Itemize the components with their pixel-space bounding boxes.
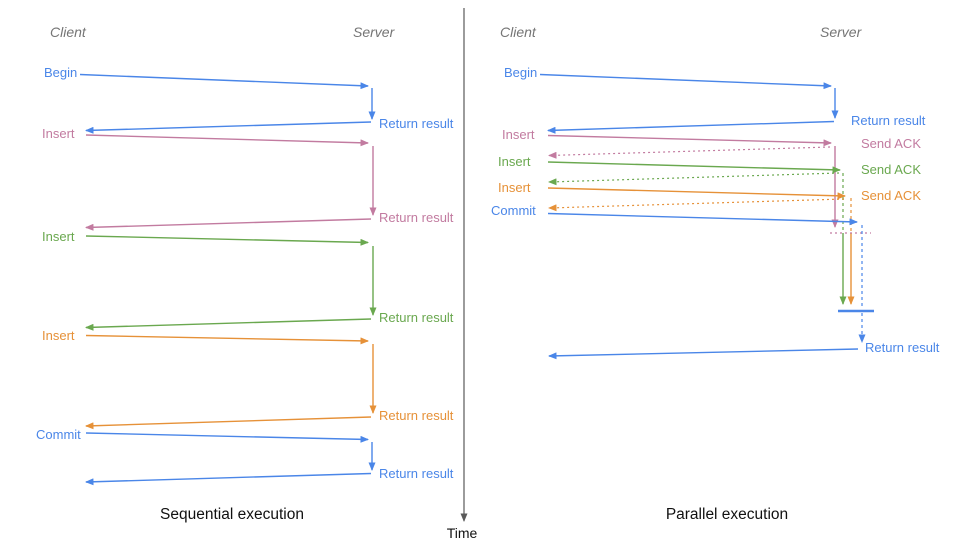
left-insert2-return-label: Return result: [379, 310, 454, 325]
left-insert3-return-arrow: [85, 416, 372, 430]
right-insert3-request-arrow: [547, 187, 846, 200]
sequential-panel: Client Server Begin Return result Insert…: [36, 24, 454, 523]
right-insert3-ack-arrow: [548, 198, 845, 212]
left-commit-request-arrow: [85, 432, 369, 443]
time-axis-label: Time: [447, 525, 478, 540]
left-insert2-label: Insert: [42, 229, 75, 244]
right-insert2-ack-arrow: [548, 172, 840, 186]
right-insert2-label: Insert: [498, 154, 531, 169]
right-begin-request-arrow: [539, 73, 832, 90]
left-insert1-request-arrow: [85, 134, 369, 147]
right-begin-return-arrow: [547, 120, 835, 134]
right-commit-label: Commit: [491, 203, 536, 218]
left-panel-title: Sequential execution: [160, 506, 304, 523]
parallel-panel: Client Server Begin Return result Insert…: [491, 24, 940, 523]
right-insert1-label: Insert: [502, 127, 535, 142]
left-insert3-return-label: Return result: [379, 408, 454, 423]
left-insert1-return-arrow: [85, 218, 372, 231]
right-insert1-ack-label: Send ACK: [861, 136, 921, 151]
left-server-header: Server: [353, 24, 396, 40]
right-panel-title: Parallel execution: [666, 506, 788, 523]
right-client-header: Client: [500, 24, 537, 40]
left-insert1-label: Insert: [42, 126, 75, 141]
left-commit-return-label: Return result: [379, 466, 454, 481]
right-commit-return-label: Return result: [865, 340, 940, 355]
right-commit-return-arrow: [548, 348, 859, 360]
right-server-header: Server: [820, 24, 863, 40]
right-insert3-label: Insert: [498, 180, 531, 195]
right-insert1-ack-arrow: [548, 146, 831, 159]
right-insert3-ack-label: Send ACK: [861, 188, 921, 203]
right-insert2-ack-label: Send ACK: [861, 162, 921, 177]
right-begin-label: Begin: [504, 65, 537, 80]
left-commit-return-arrow: [85, 472, 372, 486]
left-insert3-request-arrow: [85, 334, 369, 345]
right-insert1-request-arrow: [547, 134, 832, 147]
left-insert1-return-label: Return result: [379, 210, 454, 225]
time-axis: Time: [447, 8, 478, 540]
left-insert2-return-arrow: [85, 318, 372, 331]
right-commit-request-arrow: [547, 212, 858, 226]
left-begin-return-arrow: [85, 121, 372, 134]
left-begin-return-label: Return result: [379, 116, 454, 131]
right-begin-return-label: Return result: [851, 113, 926, 128]
left-begin-request-arrow: [79, 73, 369, 90]
left-insert2-request-arrow: [85, 235, 369, 246]
right-insert2-request-arrow: [547, 161, 841, 174]
left-insert3-label: Insert: [42, 328, 75, 343]
left-commit-label: Commit: [36, 427, 81, 442]
left-begin-label: Begin: [44, 65, 77, 80]
left-client-header: Client: [50, 24, 87, 40]
